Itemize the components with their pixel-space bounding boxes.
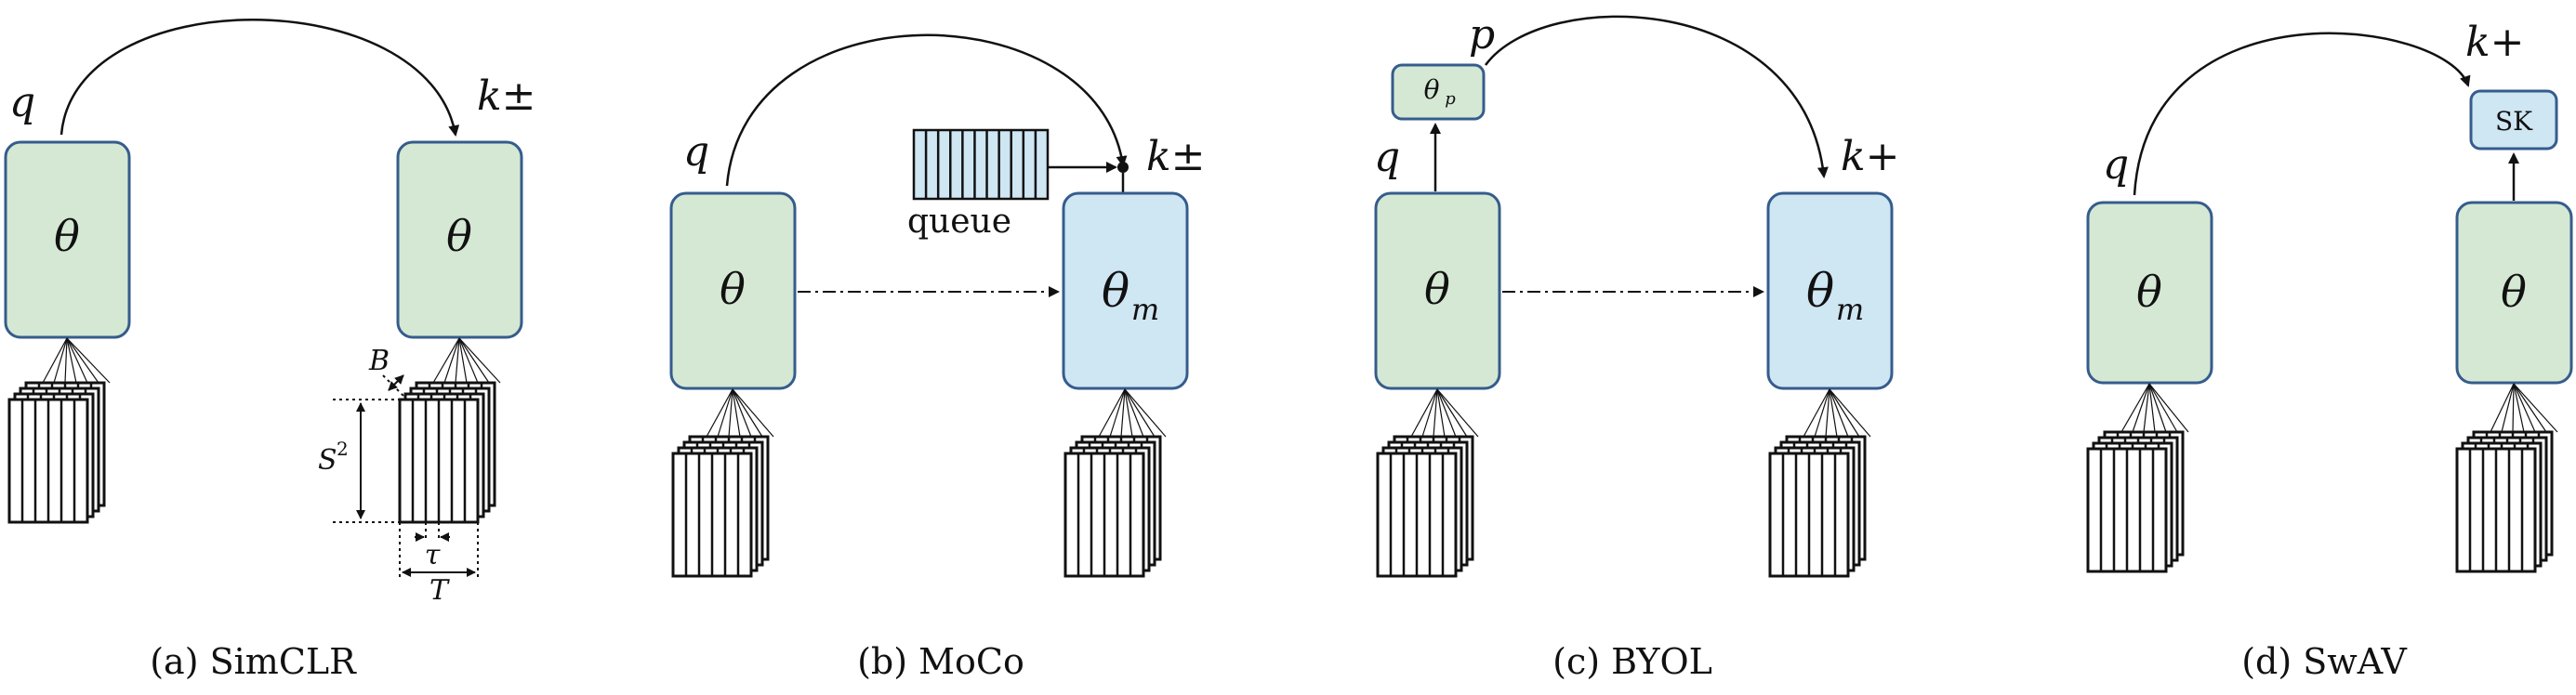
byol-key-encoder xyxy=(1766,191,1894,390)
byol-query-encoder xyxy=(1374,191,1501,390)
moco-query-encoder-label: θ xyxy=(720,264,746,314)
byol-key-encoder-label: θ xyxy=(1806,264,1834,318)
byol-key-label: k+ xyxy=(1841,133,1900,180)
swav-key-clip-stack xyxy=(2455,383,2558,573)
moco-arc-arrow xyxy=(725,33,1128,187)
simclr-key-encoder xyxy=(396,140,523,339)
moco-queue-label: queue xyxy=(907,203,1011,241)
panel-moco: q k± queue θ θ m (b) MoCo xyxy=(669,33,1206,682)
simclr-key-label: k± xyxy=(477,72,536,120)
panel-simclr: q k± θ θ B S 2 τ T (a) SimCLR xyxy=(4,19,536,682)
byol-predictor-sub: p xyxy=(1445,89,1456,109)
byol-query-label: q xyxy=(1374,134,1400,181)
swav-query-encoder xyxy=(2086,201,2213,385)
moco-query-encoder xyxy=(669,191,797,390)
simclr-dim-time: T xyxy=(429,574,450,607)
simclr-dim-spatial: S xyxy=(318,444,337,477)
moco-query-clip-stack xyxy=(671,388,774,578)
simclr-query-encoder-label: θ xyxy=(54,211,80,261)
swav-sk-label: SK xyxy=(2495,106,2533,137)
panel-swav: q k+ SK θ θ (d) SwAV xyxy=(2086,19,2573,682)
moco-queue: queue xyxy=(907,128,1050,241)
panel-byol: θ p p q k+ θ θ m (c) BYOL xyxy=(1374,11,1900,682)
swav-sk-box xyxy=(2469,89,2558,151)
moco-key-encoder-label: θ xyxy=(1102,264,1129,318)
byol-predictor-label: θ xyxy=(1424,74,1440,105)
swav-key-encoder-label: θ xyxy=(2501,267,2527,317)
moco-key-clip-stack xyxy=(1063,388,1167,578)
byol-key-clip-stack xyxy=(1768,388,1871,578)
simclr-dim-frame: τ xyxy=(425,539,441,571)
moco-queue-dividers xyxy=(924,130,1037,199)
swav-arc-arrow xyxy=(2133,32,2471,196)
simclr-query-label: q xyxy=(9,79,35,126)
simclr-arc-arrow xyxy=(59,19,460,137)
moco-key-label: k± xyxy=(1146,133,1206,180)
simclr-key-clip-stack xyxy=(398,337,501,524)
moco-key-encoder xyxy=(1062,191,1189,390)
swav-caption: (d) SwAV xyxy=(2241,641,2407,682)
byol-query-clip-stack xyxy=(1376,388,1479,578)
simclr-dim-batch: B xyxy=(368,345,390,377)
swav-key-label: k+ xyxy=(2465,19,2525,66)
simclr-query-encoder xyxy=(4,140,131,339)
byol-key-encoder-sub: m xyxy=(1836,292,1864,327)
moco-key-encoder-sub: m xyxy=(1131,292,1159,327)
moco-caption: (b) MoCo xyxy=(857,641,1024,682)
byol-arc-arrow xyxy=(1484,15,1829,178)
simclr-key-encoder-label: θ xyxy=(446,211,472,261)
swav-key-encoder xyxy=(2455,201,2573,385)
swav-query-label: q xyxy=(2103,141,2129,189)
byol-predictor-output-label: p xyxy=(1469,11,1495,59)
swav-query-clip-stack xyxy=(2086,383,2189,573)
simclr-caption: (a) SimCLR xyxy=(150,641,357,682)
simclr-dimension-annotations: B S 2 τ T xyxy=(318,345,479,607)
moco-query-label: q xyxy=(683,128,709,176)
byol-caption: (c) BYOL xyxy=(1552,641,1712,682)
simclr-dim-spatial-exp: 2 xyxy=(337,438,349,460)
simclr-query-clip-stack xyxy=(7,337,111,524)
swav-query-encoder-label: θ xyxy=(2136,267,2162,317)
byol-query-encoder-label: θ xyxy=(1424,264,1450,314)
byol-predictor xyxy=(1391,63,1486,121)
